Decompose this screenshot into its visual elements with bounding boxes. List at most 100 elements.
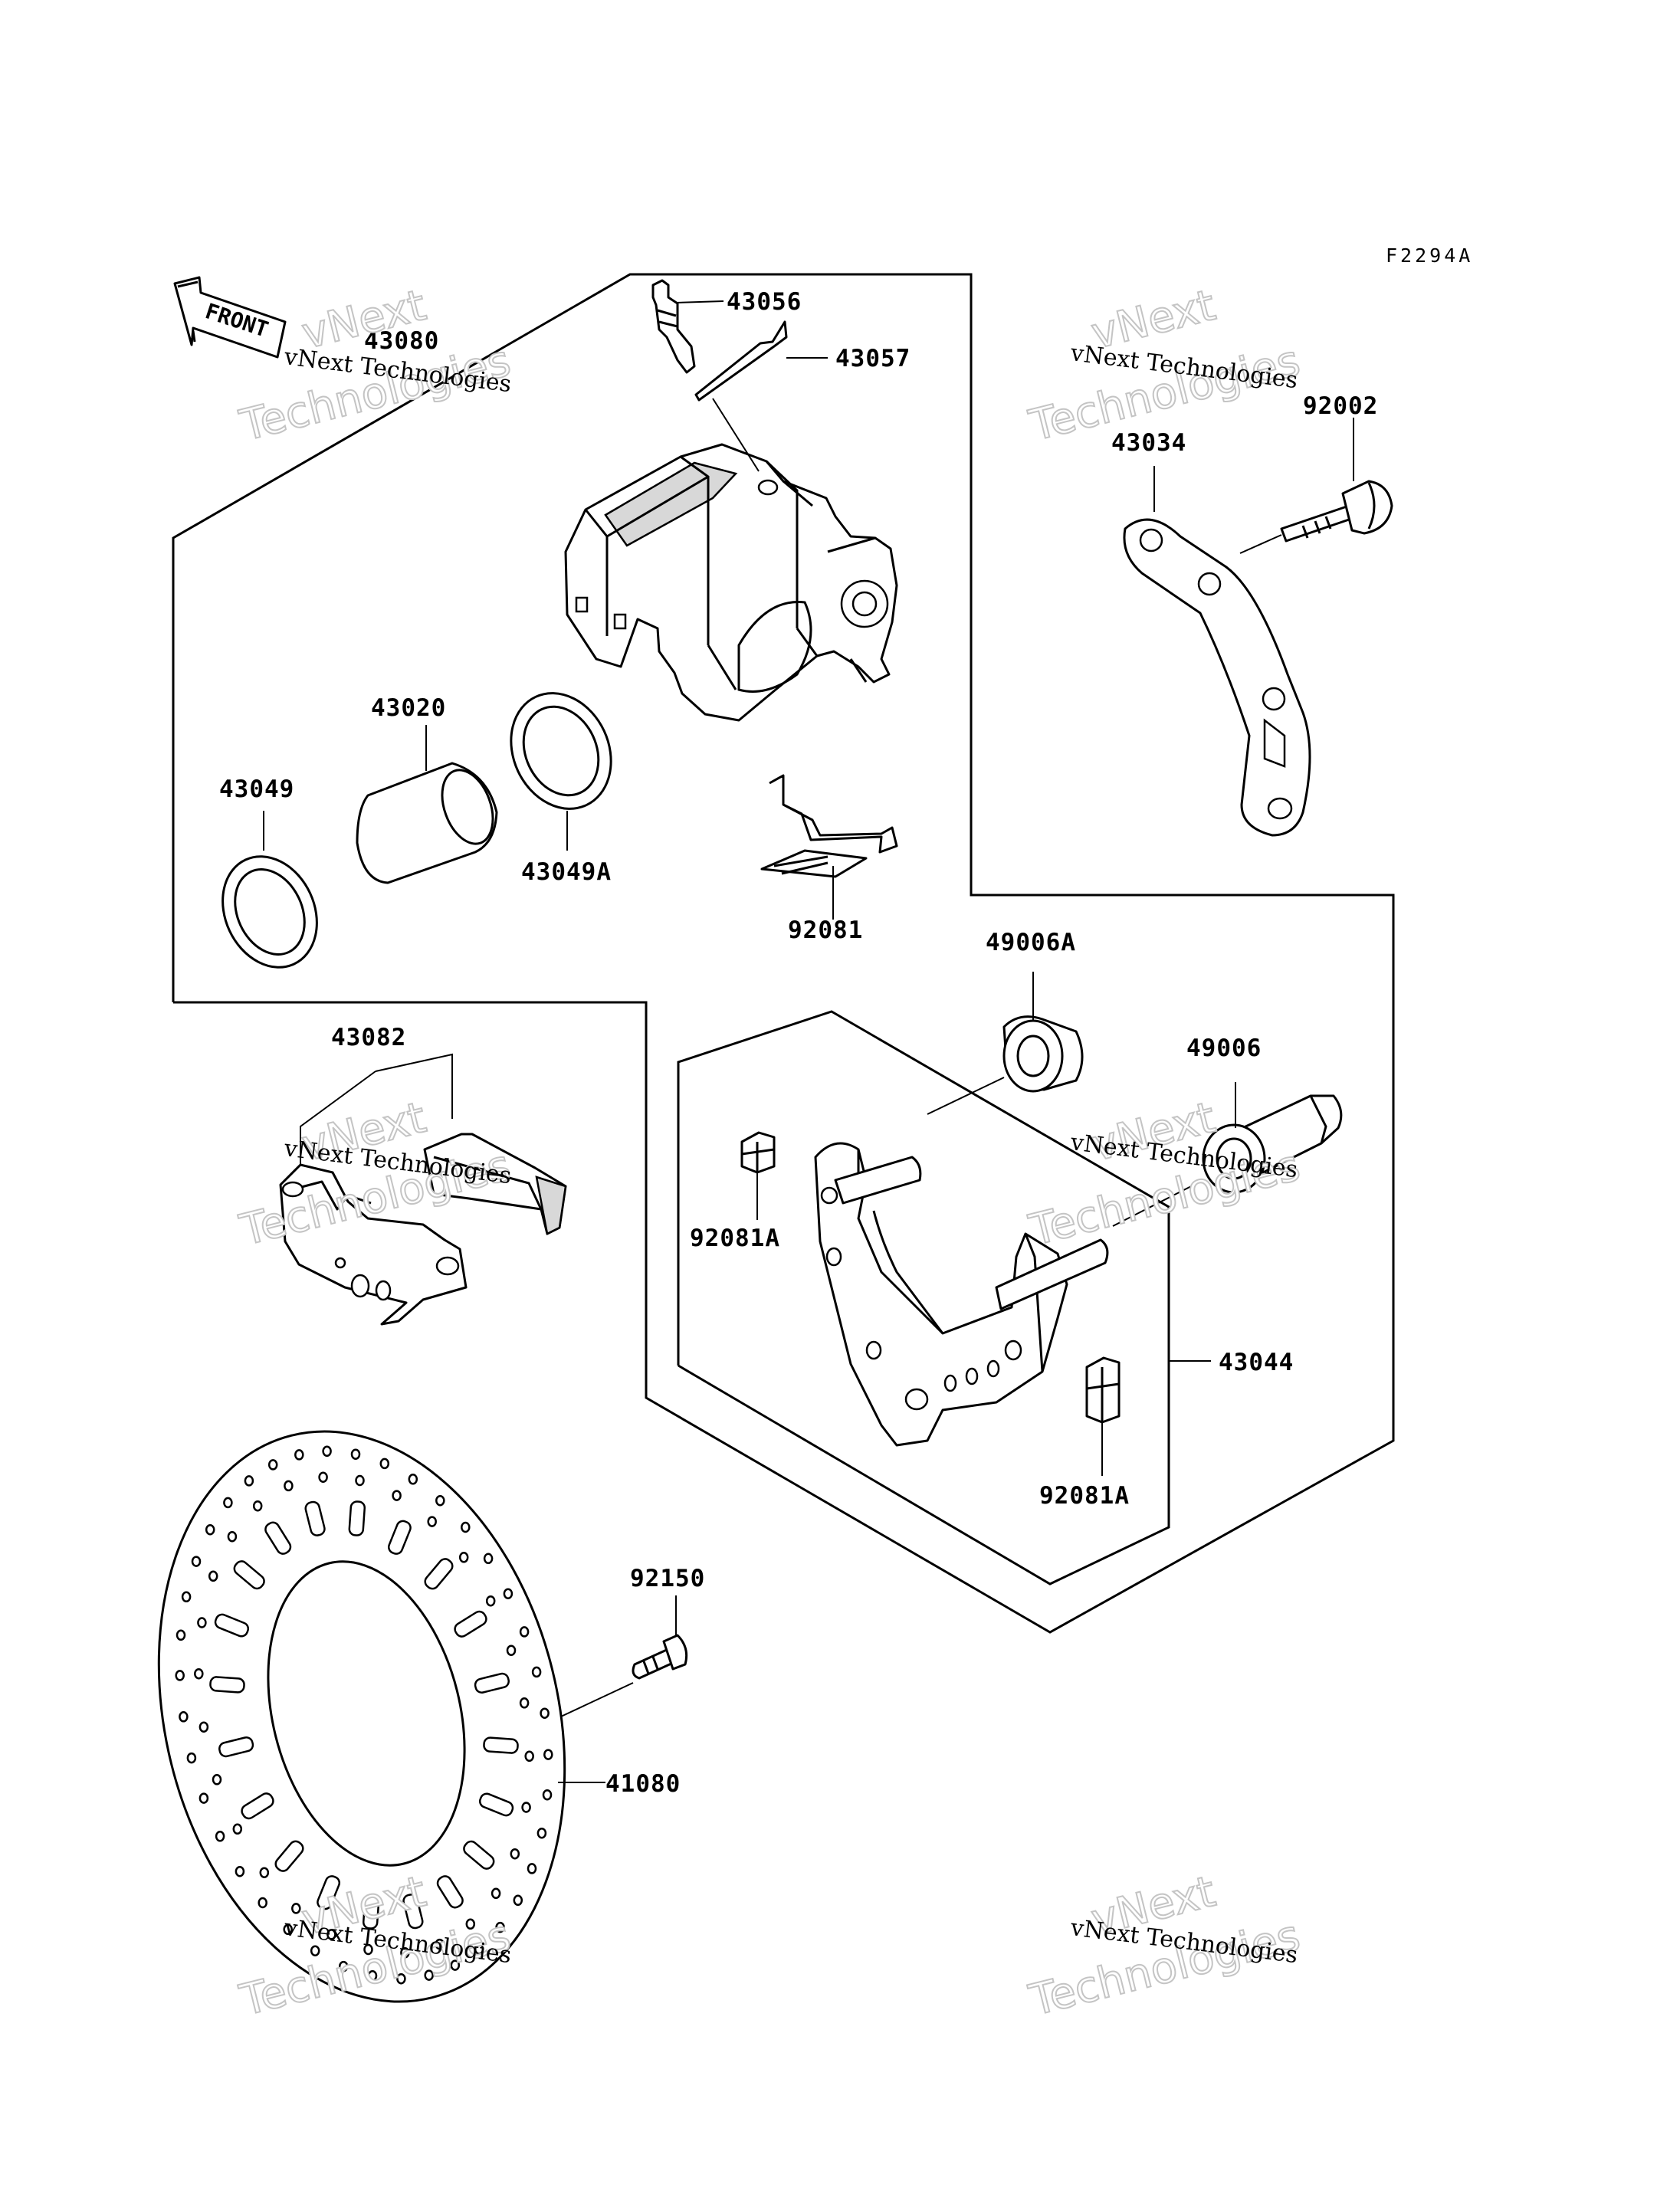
disc-slot — [474, 1672, 510, 1694]
disc-hole — [176, 1629, 186, 1641]
bolt-92002-part — [1239, 418, 1393, 554]
part-label-43020: 43020 — [371, 694, 446, 722]
disc-slot — [317, 1875, 341, 1910]
disc-hole — [396, 1972, 406, 1985]
disc-hole — [435, 1938, 445, 1950]
disc-hole — [267, 1459, 278, 1471]
disc-bolt-part — [632, 1595, 688, 1680]
disc-hole — [503, 1588, 514, 1599]
disc-slot — [478, 1792, 514, 1817]
disc-hole — [355, 1474, 365, 1487]
disc-hole — [199, 1792, 209, 1804]
disc-hole — [175, 1670, 185, 1681]
disc-hole — [318, 1471, 328, 1483]
caliper-body-part — [564, 398, 898, 722]
diagram-code: F2294A — [1386, 244, 1473, 267]
disc-hole — [284, 1480, 294, 1492]
brake-pads-part — [279, 1053, 567, 1326]
disc-slot — [424, 1558, 454, 1590]
disc-hole — [435, 1494, 445, 1507]
disc-hole — [465, 1918, 476, 1930]
disc-hole — [524, 1750, 534, 1763]
collar-pin-part — [1112, 1082, 1343, 1227]
part-label-43034: 43034 — [1111, 429, 1186, 457]
disc-hole — [191, 1556, 202, 1567]
torque-link-part — [1123, 466, 1311, 837]
disc-hole — [212, 1774, 222, 1785]
part-label-43082: 43082 — [331, 1024, 406, 1051]
disc-hole — [326, 1929, 336, 1940]
disc-slot — [387, 1520, 412, 1555]
part-label-92150: 92150 — [630, 1565, 705, 1592]
front-arrow-icon: FRONT — [173, 276, 287, 359]
disc-slot — [304, 1500, 326, 1536]
part-label-92081A-left: 92081A — [690, 1225, 780, 1252]
disc-hole — [186, 1752, 197, 1764]
disc-hole — [367, 1970, 378, 1982]
disc-hole — [521, 1802, 531, 1813]
brake-disc-part — [157, 1430, 634, 2003]
disc-slot — [233, 1560, 265, 1590]
disc-hole — [510, 1848, 520, 1860]
disc-hole — [450, 1959, 461, 1971]
disc-hole — [408, 1474, 418, 1485]
disc-hole — [199, 1721, 209, 1733]
dust-seal-part — [510, 692, 612, 851]
disc-hole — [244, 1475, 254, 1487]
disc-hole — [258, 1897, 267, 1909]
disc-hole — [215, 1831, 225, 1842]
disc-hole — [424, 1969, 434, 1981]
disc-slot — [209, 1676, 245, 1694]
disc-slot — [463, 1840, 495, 1870]
disc-hole — [495, 1921, 505, 1933]
piston-part — [356, 725, 498, 884]
disc-slot — [362, 1894, 380, 1930]
disc-hole — [310, 1945, 320, 1956]
disc-hole — [519, 1626, 530, 1638]
part-label-43049A: 43049A — [521, 858, 612, 886]
watermark-top-left: vNext Technologies vNext Technologies — [235, 280, 517, 452]
disc-hole — [252, 1500, 263, 1512]
part-label-43049: 43049 — [219, 776, 294, 803]
disc-slot — [241, 1792, 274, 1820]
bushing-part — [927, 972, 1084, 1115]
disc-hole — [427, 1516, 437, 1527]
pad-clip-left-part — [740, 1131, 776, 1220]
disc-hole — [506, 1644, 517, 1656]
caliper-bracket-part — [814, 1142, 1211, 1447]
disc-hole — [542, 1789, 553, 1801]
bleed-valve-part — [651, 279, 724, 374]
disc-hole — [400, 1947, 410, 1959]
disc-hole — [350, 1448, 361, 1460]
part-label-43080: 43080 — [364, 327, 439, 355]
pad-clip-right-part — [1085, 1356, 1121, 1476]
disc-slot — [436, 1875, 464, 1909]
disc-slot — [348, 1500, 366, 1536]
disc-hole — [194, 1667, 204, 1680]
disc-slot — [402, 1894, 424, 1930]
disc-hole — [223, 1497, 233, 1509]
disc-hole — [179, 1711, 189, 1723]
part-label-92081: 92081 — [788, 917, 863, 944]
disc-slot — [454, 1610, 487, 1638]
disc-hole — [485, 1595, 496, 1607]
disc-hole — [527, 1863, 537, 1874]
disc-slot — [218, 1736, 254, 1758]
watermark-top-right: vNext Technologies vNext Technologies — [1024, 280, 1306, 452]
cap-part — [694, 320, 828, 402]
watermark-bottom-right: vNext Technologies vNext Technologies — [1024, 1866, 1306, 2027]
disc-hole — [491, 1887, 501, 1900]
disc-hole — [540, 1707, 550, 1719]
seal-part — [221, 811, 318, 969]
disc-hole — [205, 1523, 215, 1536]
disc-hole — [338, 1960, 349, 1972]
caliper-assembly-outline — [172, 273, 1395, 1634]
disc-slot — [483, 1736, 519, 1754]
part-label-43056: 43056 — [727, 288, 802, 316]
disc-hole — [543, 1749, 553, 1760]
part-label-41080: 41080 — [605, 1770, 681, 1798]
disc-hole — [235, 1865, 245, 1877]
disc-slot — [274, 1840, 304, 1872]
disc-hole — [519, 1697, 530, 1709]
disc-slot — [264, 1521, 292, 1555]
